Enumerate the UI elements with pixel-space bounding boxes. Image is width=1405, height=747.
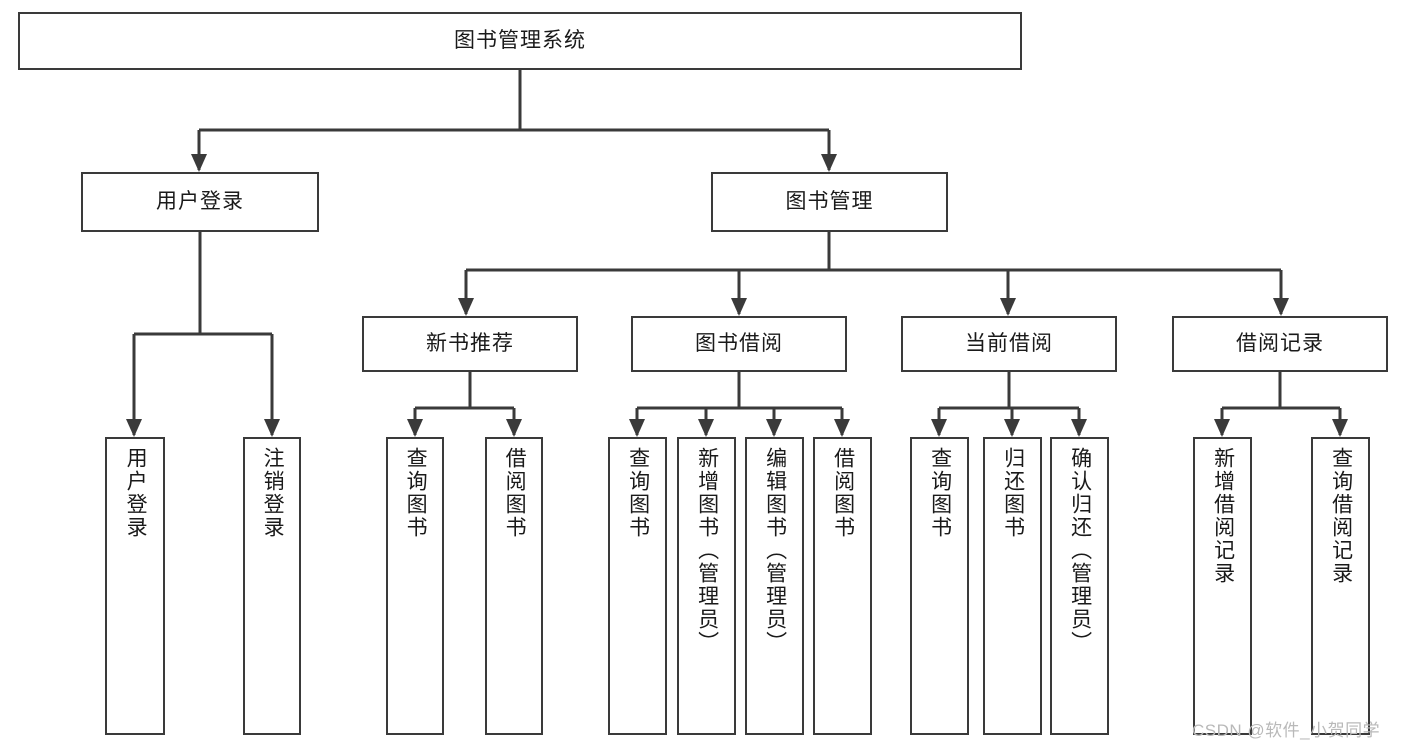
- node-label: 图书管理: [785, 190, 874, 214]
- level3-node-借阅记录[interactable]: 借阅记录: [1172, 316, 1388, 372]
- leaf-node-查询借阅记录[interactable]: 查询借阅记录: [1311, 437, 1370, 735]
- leaf-node-确认归还管理员[interactable]: 确认归还（管理员）: [1050, 437, 1109, 735]
- node-label: 查询图书: [404, 447, 428, 539]
- record-to-leaves-arrow-1: [1332, 419, 1348, 437]
- borrow-to-leaves-arrow-0: [629, 419, 645, 437]
- user-login-to-leaves-arrow-1: [264, 419, 280, 437]
- node-label: 新增借阅记录: [1211, 447, 1235, 585]
- node-label: 查询图书: [928, 447, 952, 539]
- root-to-level2-arrow-1: [821, 154, 837, 172]
- book-manage-to-level3-arrow-3: [1273, 298, 1289, 316]
- level2-node-用户登录[interactable]: 用户登录: [81, 172, 319, 232]
- borrow-to-leaves-arrow-1: [698, 419, 714, 437]
- leaf-node-查询图书[interactable]: 查询图书: [608, 437, 667, 735]
- node-label: 用户登录: [124, 447, 148, 539]
- node-label: 借阅图书: [831, 447, 855, 539]
- current-borrow-to-leaves-arrow-0: [931, 419, 947, 437]
- leaf-node-注销登录[interactable]: 注销登录: [243, 437, 301, 735]
- user-login-to-leaves-arrow-0: [126, 419, 142, 437]
- leaf-node-新增借阅记录[interactable]: 新增借阅记录: [1193, 437, 1252, 735]
- book-manage-to-level3-arrow-0: [458, 298, 474, 316]
- node-label: 用户登录: [156, 190, 244, 214]
- leaf-node-借阅图书[interactable]: 借阅图书: [813, 437, 872, 735]
- level3-node-当前借阅[interactable]: 当前借阅: [901, 316, 1117, 372]
- record-to-leaves-arrow-0: [1214, 419, 1230, 437]
- root-node-图书管理系统[interactable]: 图书管理系统: [18, 12, 1022, 70]
- new-book-to-leaves-arrow-0: [407, 419, 423, 437]
- current-borrow-to-leaves-arrow-2: [1071, 419, 1087, 437]
- leaf-node-编辑图书管理员[interactable]: 编辑图书（管理员）: [745, 437, 804, 735]
- root-to-level2-arrow-0: [191, 154, 207, 172]
- new-book-to-leaves-arrow-1: [506, 419, 522, 437]
- node-label: 新书推荐: [426, 332, 514, 356]
- leaf-node-查询图书[interactable]: 查询图书: [910, 437, 969, 735]
- node-label: 借阅记录: [1236, 332, 1324, 356]
- level3-node-新书推荐[interactable]: 新书推荐: [362, 316, 578, 372]
- node-label: 图书借阅: [695, 332, 783, 356]
- csdn-watermark: CSDN @软件_小贺同学: [1192, 721, 1381, 740]
- leaf-node-查询图书[interactable]: 查询图书: [386, 437, 444, 735]
- book-manage-to-level3-arrow-1: [731, 298, 747, 316]
- level3-node-图书借阅[interactable]: 图书借阅: [631, 316, 847, 372]
- leaf-node-新增图书管理员[interactable]: 新增图书（管理员）: [677, 437, 736, 735]
- level2-node-图书管理[interactable]: 图书管理: [711, 172, 948, 232]
- node-label: 编辑图书（管理员）: [763, 447, 787, 654]
- borrow-to-leaves-arrow-3: [834, 419, 850, 437]
- current-borrow-to-leaves-arrow-1: [1004, 419, 1020, 437]
- node-label: 当前借阅: [965, 332, 1053, 356]
- node-label: 借阅图书: [503, 447, 527, 539]
- node-label: 查询图书: [626, 447, 650, 539]
- node-label: 查询借阅记录: [1329, 447, 1353, 585]
- leaf-node-用户登录[interactable]: 用户登录: [105, 437, 165, 735]
- node-label: 新增图书（管理员）: [695, 447, 719, 654]
- node-label: 归还图书: [1001, 447, 1025, 539]
- node-label: 确认归还（管理员）: [1068, 447, 1092, 654]
- borrow-to-leaves-arrow-2: [766, 419, 782, 437]
- leaf-node-归还图书[interactable]: 归还图书: [983, 437, 1042, 735]
- book-manage-to-level3-arrow-2: [1000, 298, 1016, 316]
- node-label: 图书管理系统: [454, 29, 586, 53]
- node-label: 注销登录: [261, 447, 285, 539]
- leaf-node-借阅图书[interactable]: 借阅图书: [485, 437, 543, 735]
